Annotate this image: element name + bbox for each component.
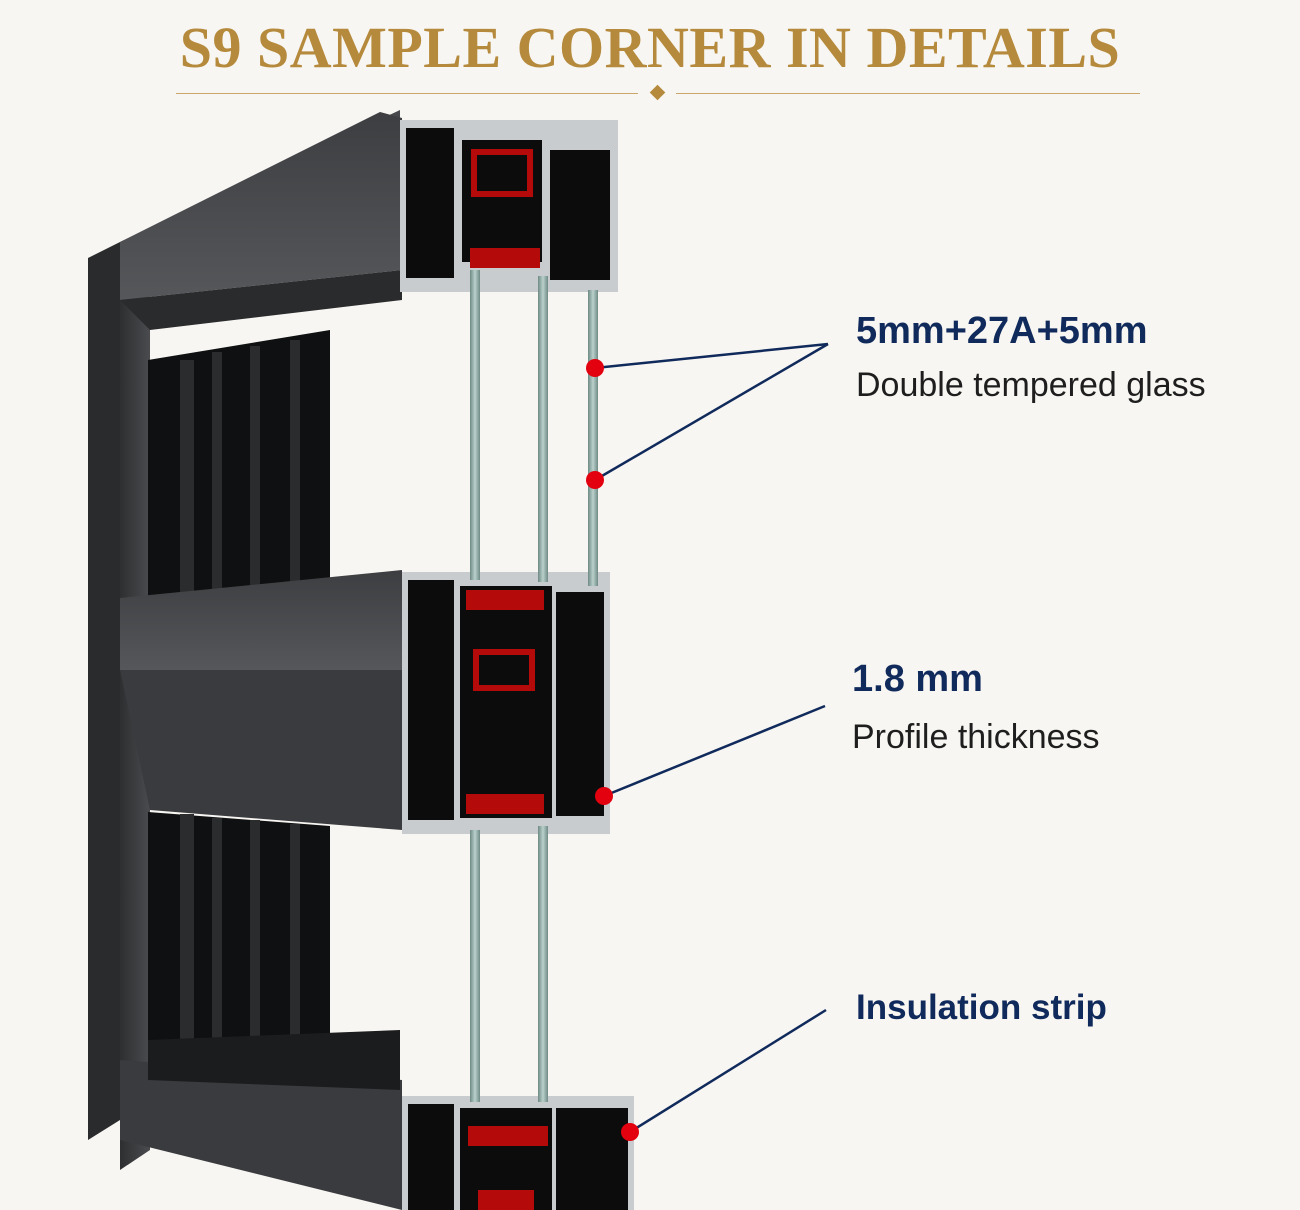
page-title: S9 SAMPLE CORNER IN DETAILS [179,15,1121,80]
insulation-spec-title: Insulation strip [856,988,1107,1027]
marker-profile [595,787,613,805]
profile-spec-subtitle: Profile thickness [852,718,1100,756]
marker-glass-bottom [586,471,604,489]
profile-section-top [400,120,618,292]
marker-insulation [621,1123,639,1141]
title-divider-right [676,93,1140,94]
middle-transom [120,570,402,1060]
leader-lines [594,342,829,1134]
marker-glass-top [586,359,604,377]
profile-section-bottom [402,1096,634,1210]
top-rail [120,112,402,600]
callout-markers [586,359,639,1141]
title-divider-left [176,93,638,94]
glass-spec-title: 5mm+27A+5mm [856,310,1148,352]
bottom-rail [120,1030,402,1210]
glass-panes [470,270,598,1102]
profile-section-middle [402,572,610,834]
profile-spec-title: 1.8 mm [852,658,983,700]
glass-spec-subtitle: Double tempered glass [856,366,1206,404]
